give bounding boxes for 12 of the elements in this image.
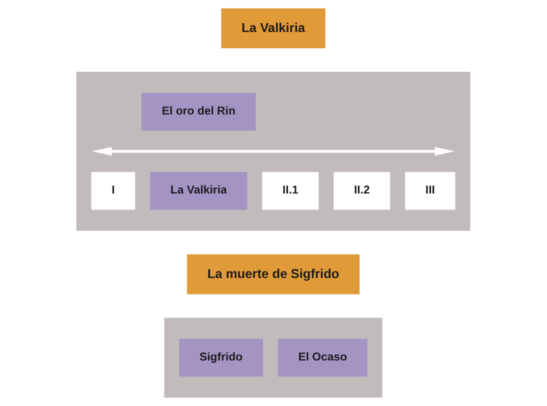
node-box: La Valkiria [150,172,248,210]
node-box: Sigfrido [179,338,264,377]
node-box: II.1 [262,172,319,210]
node-box: El oro del Rin [142,92,256,131]
node-box: El Ocaso [278,338,368,377]
cluster [76,72,470,231]
node-box: I [92,172,136,210]
node-box: III [405,172,456,210]
node-box: La Valkiria [221,8,326,48]
node-box: II.2 [334,172,390,210]
node-box: La muerte de Sigfrido [187,254,360,294]
cluster [164,318,383,398]
